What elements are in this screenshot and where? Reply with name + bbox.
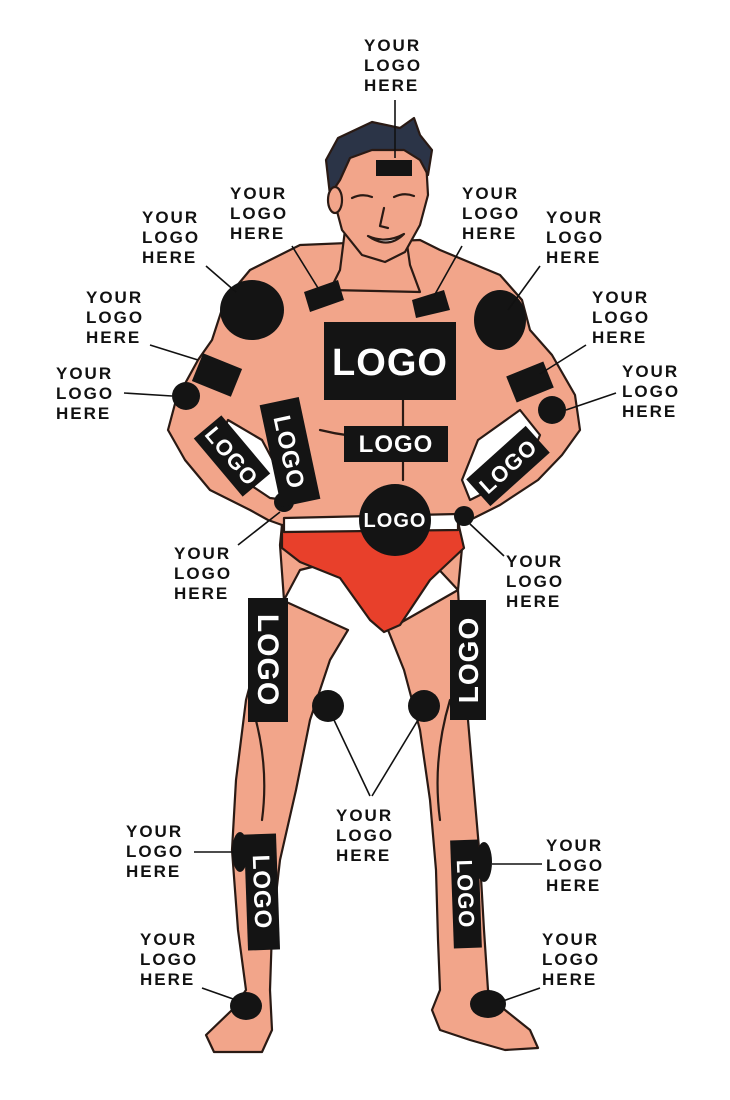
left-bicep-patch <box>191 353 243 397</box>
callout-head: YOUR LOGO HERE <box>364 36 423 95</box>
left-shin-logo-text: LOGO <box>247 854 277 930</box>
left-deltoid-patch <box>220 280 284 340</box>
left-shoulder-strap-patch <box>304 280 344 312</box>
right-deltoid-patch <box>474 290 526 350</box>
callout-left-foot: YOUR LOGO HERE <box>140 930 199 989</box>
left-thigh-logo-patch: LOGO <box>248 598 288 722</box>
chest-logo-patch: LOGO <box>324 322 456 400</box>
right-bicep-patch <box>506 361 554 403</box>
right-shin-logo-patch: LOGO <box>450 839 482 949</box>
right-foot-patch <box>470 990 506 1018</box>
callout-left-elbow: YOUR LOGO HERE <box>56 364 115 423</box>
callout-left-shoulder: YOUR LOGO HERE <box>142 208 201 267</box>
right-thigh-logo-patch: LOGO <box>450 600 486 720</box>
callout-left-wrist: YOUR LOGO HERE <box>174 544 233 603</box>
left-elbow-patch <box>172 382 200 410</box>
abdomen-logo-patch: LOGO <box>344 426 448 462</box>
right-thigh-logo-text: LOGO <box>453 617 484 703</box>
callout-right-elbow: YOUR LOGO HERE <box>622 362 681 421</box>
left-knee-patch <box>312 690 344 722</box>
callout-right-neck: YOUR LOGO HERE <box>462 184 521 243</box>
callout-right-shoulder: YOUR LOGO HERE <box>546 208 605 267</box>
abdomen-logo-text: LOGO <box>359 431 434 458</box>
right-calf-patch <box>476 842 492 882</box>
callout-right-bicep: YOUR LOGO HERE <box>592 288 651 347</box>
callout-left-calf: YOUR LOGO HERE <box>126 822 185 881</box>
navel-logo-text: LOGO <box>364 510 427 532</box>
forehead-patch <box>376 160 412 176</box>
callout-left-bicep: YOUR LOGO HERE <box>86 288 145 347</box>
right-shoulder-strap-patch <box>412 290 450 318</box>
navel-logo-patch: LOGO <box>359 484 431 556</box>
callout-right-calf: YOUR LOGO HERE <box>546 836 605 895</box>
right-shin-logo-text: LOGO <box>452 859 479 929</box>
right-elbow-patch <box>538 396 566 424</box>
callout-left-neck: YOUR LOGO HERE <box>230 184 289 243</box>
logo-patches: LOGO LOGO LOGO LOGO LOGO LOGO <box>172 160 566 1020</box>
right-wrist-patch <box>454 506 474 526</box>
left-foot-patch <box>230 992 262 1020</box>
left-calf-patch <box>232 832 248 872</box>
right-knee-patch <box>408 690 440 722</box>
left-thigh-logo-text: LOGO <box>251 614 284 706</box>
leader-lines <box>123 100 617 1003</box>
callout-knees: YOUR LOGO HERE <box>336 806 395 865</box>
chest-logo-text: LOGO <box>332 342 448 384</box>
callout-right-wrist: YOUR LOGO HERE <box>506 552 565 611</box>
left-shin-logo-patch: LOGO <box>243 833 281 951</box>
callout-right-foot: YOUR LOGO HERE <box>542 930 601 989</box>
